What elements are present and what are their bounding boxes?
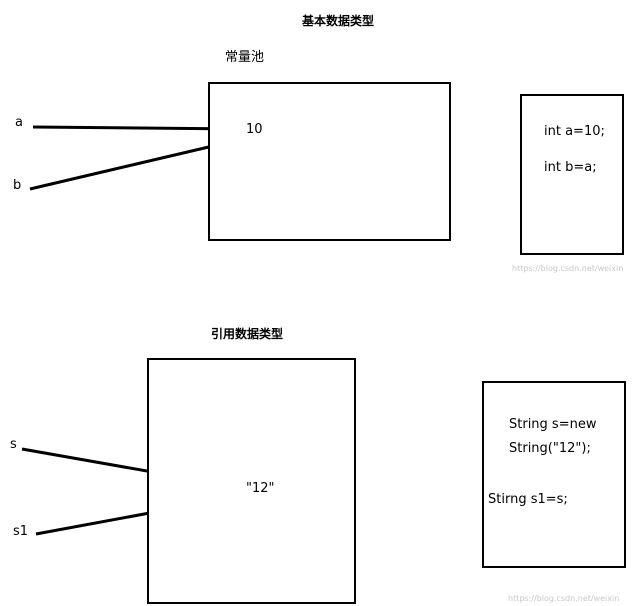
string-value-12: "12" (246, 481, 275, 496)
code-line-stirng-s1: Stirng s1=s; (488, 492, 568, 507)
watermark-top: https://blog.csdn.net/weixin (512, 264, 624, 273)
reference-code-box (482, 381, 626, 568)
primitive-code-box (520, 94, 624, 255)
heap-object-box (147, 358, 356, 604)
code-line-int-a: int a=10; (544, 124, 605, 139)
watermark-bottom: https://blog.csdn.net/weixin (508, 594, 620, 603)
constant-pool-box (208, 82, 451, 241)
variable-a-label: a (15, 115, 23, 130)
variable-s1-label: s1 (13, 524, 29, 539)
reference-section-title: 引用数据类型 (211, 327, 284, 341)
code-line-string-12: String("12"); (509, 441, 591, 456)
variable-s-label: s (10, 437, 17, 452)
code-line-int-b: int b=a; (544, 160, 597, 175)
constant-value-10: 10 (246, 122, 263, 137)
primitive-section-title: 基本数据类型 (302, 14, 375, 28)
constant-pool-label: 常量池 (225, 50, 265, 65)
variable-b-label: b (13, 178, 22, 193)
code-line-string-new: String s=new (509, 417, 597, 432)
